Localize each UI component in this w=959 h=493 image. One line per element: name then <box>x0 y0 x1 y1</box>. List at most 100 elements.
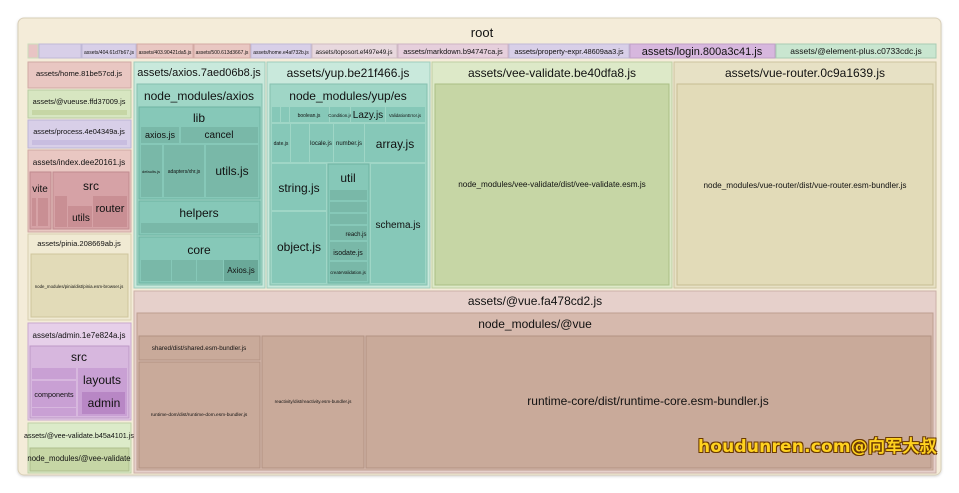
left-index-router-label: router <box>96 203 125 215</box>
yup-small-1[interactable] <box>272 107 280 122</box>
vue-node-modules-label: node_modules/@vue <box>478 317 592 331</box>
yup-locale[interactable] <box>310 124 333 162</box>
vue-shared[interactable] <box>138 335 261 361</box>
yup-string[interactable] <box>272 164 326 210</box>
left-index-label: assets/index.dee20161.js <box>33 158 125 167</box>
axios-utils[interactable] <box>206 145 258 197</box>
yup-schema[interactable] <box>371 164 425 283</box>
left-index-vite-chunk[interactable] <box>32 198 36 226</box>
top-strip-markdown[interactable] <box>397 43 509 59</box>
left-admin-components[interactable] <box>32 381 76 407</box>
top-strip-403[interactable] <box>136 43 194 59</box>
yup-reach[interactable] <box>330 226 367 240</box>
yup-small-2[interactable] <box>281 107 289 122</box>
top-strip-404[interactable] <box>81 43 137 59</box>
top-strip-login-label: assets/login.800a3c41.js <box>642 46 763 58</box>
left-index-utils[interactable] <box>68 206 92 227</box>
left-home-node[interactable] <box>27 61 132 89</box>
top-strip-markdown-label: assets/markdown.b94747ca.js <box>403 47 503 56</box>
left-index-src-chunk[interactable] <box>55 196 67 227</box>
vue-reactivity[interactable] <box>261 335 365 469</box>
yup-boolean-label: boolean.js <box>298 113 321 119</box>
yup-util-file-3[interactable] <box>330 214 367 224</box>
yup-condition[interactable] <box>330 107 350 122</box>
axios-cancel[interactable] <box>181 127 258 143</box>
yup-reach-label: reach.js <box>345 232 366 238</box>
axios-label: assets/axios.7aed06b8.js <box>137 67 261 79</box>
top-strip-property-expr-label: assets/property-expr.48609aa3.js <box>514 47 624 56</box>
top-strip-toposort[interactable] <box>311 43 398 59</box>
left-admin-admin[interactable] <box>82 392 125 414</box>
axios-core-file-1[interactable] <box>141 260 171 281</box>
left-index-vite-chunk-2[interactable] <box>38 198 48 226</box>
axios-axios-js[interactable] <box>141 127 179 143</box>
axios-core-axios-js[interactable] <box>224 260 258 281</box>
vee-validate-inner[interactable] <box>434 83 670 286</box>
vue-reactivity-label: reactivity/dist/reactivity.esm-bundler.j… <box>275 399 352 404</box>
axios-core-file-3[interactable] <box>197 260 223 281</box>
top-strip-home-label: assets/home.e4af732b.js <box>253 50 309 56</box>
yup-small-3[interactable] <box>291 124 309 162</box>
axios-lib-label: lib <box>193 111 205 125</box>
left-admin-composables[interactable] <box>32 368 76 379</box>
yup-lazy[interactable] <box>351 107 385 122</box>
top-strip-login[interactable] <box>629 43 776 59</box>
yup-boolean[interactable] <box>290 107 329 122</box>
axios-helpers-files[interactable] <box>141 223 258 233</box>
top-strip-property-expr[interactable] <box>508 43 630 59</box>
top-strip-404-label: assets/404.61d7b67.js <box>84 50 135 56</box>
top-strip-tiny-1[interactable] <box>27 43 39 59</box>
axios-core-file-2[interactable] <box>172 260 196 281</box>
vue-runtime-core[interactable] <box>365 335 932 469</box>
left-process-inner[interactable] <box>32 140 127 145</box>
left-vee-validate-inner-label: node_modules/@vee-validate <box>27 454 130 463</box>
yup-isodate-label: isodate.js <box>333 250 363 257</box>
yup-locale-label: locale.js <box>310 141 332 147</box>
left-index-src-label: src <box>83 179 99 193</box>
yup-object-label: object.js <box>277 240 321 254</box>
yup-validation-error-label: ValidationError.js <box>389 113 421 118</box>
left-pinia-inner-label: node_modules/pinia/dist/pinia.esm-browse… <box>35 284 124 289</box>
yup-object[interactable] <box>272 212 326 283</box>
yup-array-label: array.js <box>376 137 414 151</box>
axios-adapters[interactable] <box>164 145 204 197</box>
top-strip-element-plus[interactable] <box>775 43 937 59</box>
left-vueuse-inner[interactable] <box>32 110 127 115</box>
axios-defaults[interactable] <box>141 145 162 197</box>
top-strip-home[interactable] <box>250 43 312 59</box>
left-pinia-inner[interactable] <box>30 253 129 318</box>
yup-util-file-2[interactable] <box>330 202 367 212</box>
vue-runtime-core-label: runtime-core/dist/runtime-core.esm-bundl… <box>527 394 768 408</box>
yup-isodate[interactable] <box>330 242 367 260</box>
axios-defaults-label: defaults.js <box>142 169 160 174</box>
yup-lazy-label: Lazy.js <box>353 110 383 121</box>
left-index-utils-label: utils <box>72 213 90 224</box>
yup-util-file-1[interactable] <box>330 190 367 200</box>
yup-util-label: util <box>340 171 355 185</box>
yup-number[interactable] <box>334 124 364 162</box>
top-strip-500[interactable] <box>193 43 251 59</box>
left-vueuse-label: assets/@vueuse.ffd37009.js <box>33 97 126 106</box>
vue-runtime-dom[interactable] <box>138 361 261 469</box>
yup-validation-error[interactable] <box>386 107 425 122</box>
yup-date[interactable] <box>272 124 290 162</box>
yup-create-validation[interactable] <box>330 262 367 281</box>
left-vee-validate-inner[interactable] <box>29 447 130 472</box>
axios-cancel-label: cancel <box>205 130 234 141</box>
yup-label: assets/yup.be21f466.js <box>287 66 410 80</box>
vue-router-inner[interactable] <box>676 83 934 286</box>
left-admin-src-label: src <box>71 350 87 364</box>
vee-validate-inner-label: node_modules/vee-validate/dist/vee-valid… <box>458 180 646 189</box>
left-vee-validate-label: assets/@vee-validate.b45a4101.js <box>24 431 134 440</box>
top-strip-tiny-2[interactable] <box>38 43 82 59</box>
left-admin-admin-label: admin <box>88 396 121 410</box>
top-strip-403-label: assets/403.90421da5.js <box>139 50 192 56</box>
yup-create-validation-label: createValidation.js <box>330 270 366 275</box>
left-pinia-label: assets/pinia.208669ab.js <box>37 239 121 248</box>
vee-validate-label: assets/vee-validate.be40dfa8.js <box>468 66 636 80</box>
left-admin-misc[interactable] <box>32 408 76 416</box>
yup-condition-label: Condition.js <box>328 113 352 118</box>
left-index-router[interactable] <box>93 196 127 227</box>
yup-array[interactable] <box>365 124 425 162</box>
